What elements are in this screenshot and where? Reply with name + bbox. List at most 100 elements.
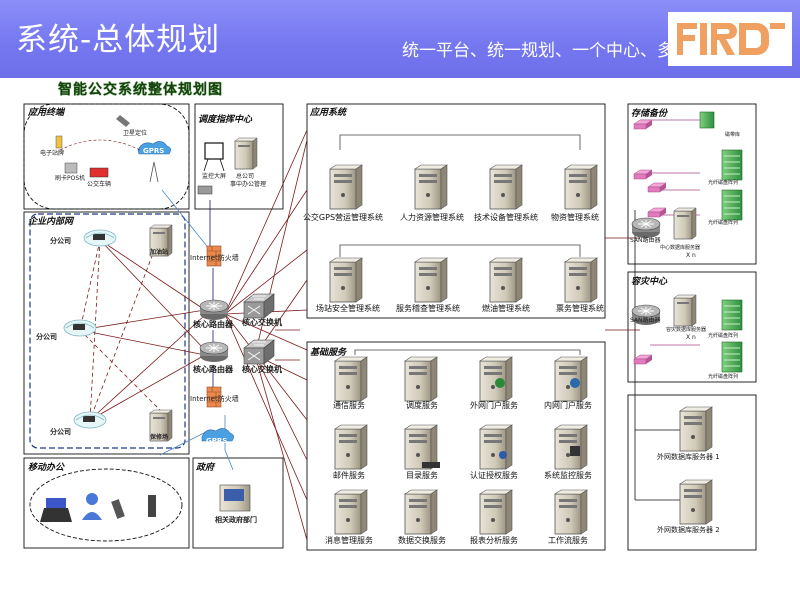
base-server — [479, 489, 513, 535]
base-label: 工作流服务 — [548, 536, 588, 545]
app-label: 服务稽查管理系统 — [396, 304, 460, 313]
globe-icon — [495, 378, 505, 388]
app-label: 票务管理系统 — [556, 304, 604, 313]
router-label: 核心路由器 — [193, 365, 233, 374]
laptop-icon — [40, 508, 72, 522]
device-label: 加油站 — [150, 249, 169, 256]
user-icon — [86, 493, 98, 505]
app-server — [329, 164, 363, 210]
user-icon — [499, 451, 507, 459]
storage-label: 光纤磁盘阵列 — [708, 220, 739, 226]
base-label: 数据交换服务 — [398, 536, 446, 545]
base-label: 调度服务 — [406, 401, 438, 410]
terminal-label: GPRS — [143, 147, 165, 155]
dr-label: 容灾数据库服务器 — [666, 327, 707, 333]
dispatch-header: 调度指挥中心 — [198, 115, 253, 125]
dr-label: X n — [686, 334, 696, 341]
dr-header: 容灾中心 — [631, 277, 668, 287]
company-logo — [668, 12, 792, 66]
base-server — [334, 489, 368, 535]
storage-icons — [631, 111, 743, 240]
apps-header: 应用系统 — [310, 108, 347, 118]
government-header: 政府 — [196, 463, 215, 473]
router-label: 核心路由器 — [193, 320, 233, 329]
slide-title: 系统-总体规划 — [16, 22, 221, 58]
san-switch-icon — [647, 182, 667, 193]
branch-label: 分公司 — [50, 237, 71, 245]
government-region — [192, 457, 284, 549]
app-label: 场站安全管理系统 — [316, 304, 380, 313]
branch-wlan-icon — [73, 411, 107, 429]
branch-wlan-icon — [83, 229, 117, 247]
mobile-region — [23, 457, 190, 549]
core-router-icon — [199, 299, 229, 321]
hq-server-icon — [234, 137, 258, 170]
base-server — [554, 356, 588, 402]
terminal-label: 刷卡POS机 — [55, 175, 86, 182]
base-server — [404, 356, 438, 402]
storage-label: SAN路由器 — [630, 237, 661, 244]
gov-cloud-label: GPRS — [206, 437, 228, 445]
phone-icon — [111, 499, 125, 519]
terminal-label: 电子站牌 — [40, 150, 65, 157]
app-server — [329, 257, 363, 303]
firewall-label: Internet防火墙 — [190, 395, 239, 403]
app-server — [564, 164, 598, 210]
government-icons — [201, 428, 251, 512]
dr-server-icon — [673, 294, 697, 327]
storage-header: 存储备份 — [631, 109, 668, 119]
dr-label: SAN路由器 — [630, 317, 661, 324]
slide-header: 系统-总体规划 统一平台、统一规划、一个中心、多 — [0, 0, 800, 78]
base-region — [306, 341, 606, 551]
dispatch-label: 总公司 — [236, 173, 255, 180]
diagram-title: 智能公交系统整体规划图 — [58, 82, 223, 98]
dispatch-label: 监控大屏 — [202, 173, 227, 180]
gprs-cloud-icon — [137, 141, 171, 155]
core-switch-icon — [243, 293, 275, 319]
terminal-label: 卫星定位 — [123, 130, 148, 137]
core-network — [197, 185, 275, 408]
base-server — [404, 489, 438, 535]
core-router-icon — [199, 341, 229, 363]
app-server — [414, 164, 448, 210]
disk-array-icon — [721, 299, 743, 331]
base-label: 通信服务 — [333, 401, 365, 410]
external-db-server-icon — [679, 406, 713, 452]
storage-label: 磁带库 — [725, 132, 741, 138]
branch-label: 分公司 — [50, 428, 71, 436]
terminals-header: 应用终端 — [28, 108, 65, 118]
base-label: 外网门户服务 — [470, 401, 518, 410]
san-switch-icon — [647, 207, 667, 218]
monitor-wall-icon — [204, 142, 224, 160]
gprs-cloud-icon — [201, 428, 234, 442]
dr-label: 光纤磁盘阵列 — [708, 333, 739, 339]
bus-icon — [89, 167, 109, 178]
base-label: 邮件服务 — [333, 471, 365, 480]
globe-icon — [570, 378, 580, 388]
base-server — [334, 424, 368, 470]
intranet-header: 企业内部网 — [28, 217, 74, 227]
monitor-icon — [570, 446, 580, 456]
apps-region — [306, 103, 606, 319]
branch-label: 分公司 — [36, 333, 57, 341]
storage-label: 光纤磁盘阵列 — [708, 180, 739, 186]
terminal-icons — [55, 115, 171, 183]
gov-label: 相关政府部门 — [215, 516, 257, 524]
app-label: 物资管理系统 — [551, 213, 599, 222]
dr-region — [627, 271, 757, 383]
external-db-server-icon — [679, 479, 713, 525]
satellite-icon — [116, 115, 130, 127]
device-label: 保修场 — [150, 434, 169, 441]
app-label: 人力资源管理系统 — [400, 213, 464, 222]
pda-icon — [148, 495, 156, 517]
tape-library-icon — [699, 111, 715, 129]
disk-array-icon — [721, 341, 743, 373]
base-server — [479, 356, 513, 402]
app-label: 公交GPS营运管理系统 — [302, 213, 384, 222]
mobile-header: 移动办公 — [28, 463, 65, 473]
terminal-label: 公交车辆 — [87, 181, 112, 188]
disk-array-icon — [721, 189, 743, 221]
base-label: 系统监控服务 — [544, 471, 592, 480]
disk-array-icon — [721, 149, 743, 181]
